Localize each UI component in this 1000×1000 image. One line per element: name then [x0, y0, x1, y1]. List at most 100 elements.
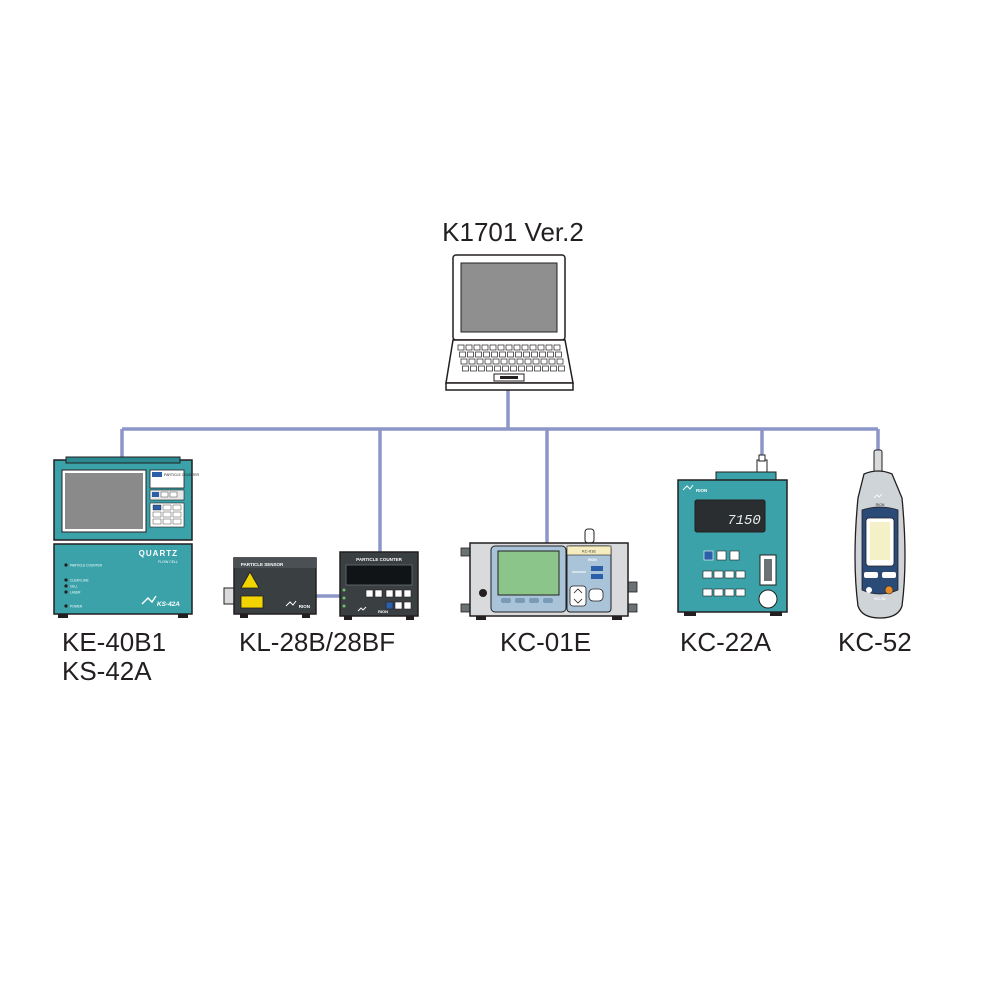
- key: [394, 589, 403, 598]
- laptop-icon: [445, 254, 574, 391]
- key: [510, 365, 517, 372]
- kc52-badge: KC-52: [874, 596, 886, 601]
- key: [457, 344, 465, 351]
- model-label-kc22a: KC-22A: [680, 628, 771, 657]
- sensor-title: PARTICLE SENSOR: [241, 562, 284, 567]
- key: [385, 589, 394, 598]
- key: [508, 358, 516, 365]
- key: [531, 351, 538, 358]
- key: [507, 351, 514, 358]
- key: [702, 570, 713, 579]
- led-label-3: CELL: [70, 585, 78, 589]
- ke40b1-ks42a-device: PARTICLE COUNTER QUARTZ FLOW CELL PARTIC…: [53, 456, 200, 618]
- model-label-kc01e: KC-01E: [500, 628, 591, 657]
- counter-brand: RION: [378, 609, 388, 614]
- key: [500, 358, 508, 365]
- key: [462, 365, 469, 372]
- keyboard: [457, 344, 565, 372]
- model-label-line: KC-22A: [680, 627, 772, 657]
- flow-cell-label: FLOW CELL: [158, 560, 178, 564]
- led-label-4: LASER: [70, 591, 81, 595]
- key: [484, 358, 492, 365]
- key: [403, 601, 412, 610]
- key: [497, 344, 505, 351]
- key: [172, 504, 182, 511]
- key: [476, 358, 484, 365]
- led-label-2: CLEAN LINE: [70, 579, 89, 583]
- kc22a-display: 7150: [727, 513, 761, 529]
- key: [516, 358, 524, 365]
- model-label-line: KC-52: [838, 627, 912, 657]
- keypad: [152, 504, 182, 525]
- counter-title: PARTICLE COUNTER: [356, 557, 402, 562]
- led-label-1: PARTICLE COUNTER: [70, 564, 103, 568]
- key: [162, 511, 172, 518]
- key: [152, 518, 162, 525]
- key: [524, 358, 532, 365]
- key: [460, 358, 468, 365]
- key: [518, 365, 525, 372]
- key: [459, 351, 466, 358]
- key: [152, 511, 162, 518]
- key: [468, 358, 476, 365]
- key: [713, 588, 724, 597]
- key: [499, 351, 506, 358]
- key: [542, 365, 549, 372]
- key: [555, 351, 562, 358]
- key: [467, 351, 474, 358]
- key: [724, 588, 735, 597]
- quartz-brand: QUARTZ: [139, 549, 178, 558]
- key: [521, 344, 529, 351]
- kc22a-keypad: [702, 570, 746, 597]
- key: [470, 365, 477, 372]
- kc01e-device: KC-01E RION: [460, 528, 638, 620]
- key: [529, 344, 537, 351]
- key: [465, 344, 473, 351]
- key: [523, 351, 530, 358]
- model-label-ke40b1-ks42a: KE-40B1 KS-42A: [62, 628, 166, 686]
- key: [539, 351, 546, 358]
- key: [152, 504, 162, 511]
- key: [537, 344, 545, 351]
- key: [558, 365, 565, 372]
- key: [547, 351, 554, 358]
- key: [162, 504, 172, 511]
- counter-keys: [365, 589, 412, 610]
- kc52-device: RION KC-52: [854, 449, 906, 619]
- model-label-line: KL-28B/28BF: [239, 627, 396, 657]
- network-lines: [120, 390, 880, 598]
- key: [505, 344, 513, 351]
- key: [532, 358, 540, 365]
- power-label: POWER: [70, 605, 83, 609]
- key: [735, 588, 746, 597]
- key: [540, 358, 548, 365]
- key: [502, 365, 509, 372]
- sensor-brand: RION: [299, 604, 310, 609]
- key: [403, 589, 412, 598]
- key: [534, 365, 541, 372]
- key: [486, 365, 493, 372]
- key: [526, 365, 533, 372]
- ks42a-badge: KS-42A: [157, 601, 180, 608]
- key: [548, 358, 556, 365]
- model-label-line: KS-42A: [62, 656, 152, 686]
- key: [394, 601, 403, 610]
- kc22a-brand: RION: [696, 488, 707, 493]
- ke40-top-badge: PARTICLE COUNTER: [164, 473, 200, 477]
- model-label-line: KE-40B1: [62, 627, 167, 657]
- key: [513, 344, 521, 351]
- key: [162, 518, 172, 525]
- key: [545, 344, 553, 351]
- kc22a-device: RION 7150: [677, 454, 788, 616]
- key: [724, 570, 735, 579]
- model-label-kl28b: KL-28B/28BF: [239, 628, 395, 657]
- key: [515, 351, 522, 358]
- key: [491, 351, 498, 358]
- key: [481, 344, 489, 351]
- key: [172, 511, 182, 518]
- key: [553, 344, 561, 351]
- model-label-kc52: KC-52: [838, 628, 912, 657]
- key: [550, 365, 557, 372]
- key: [374, 589, 383, 598]
